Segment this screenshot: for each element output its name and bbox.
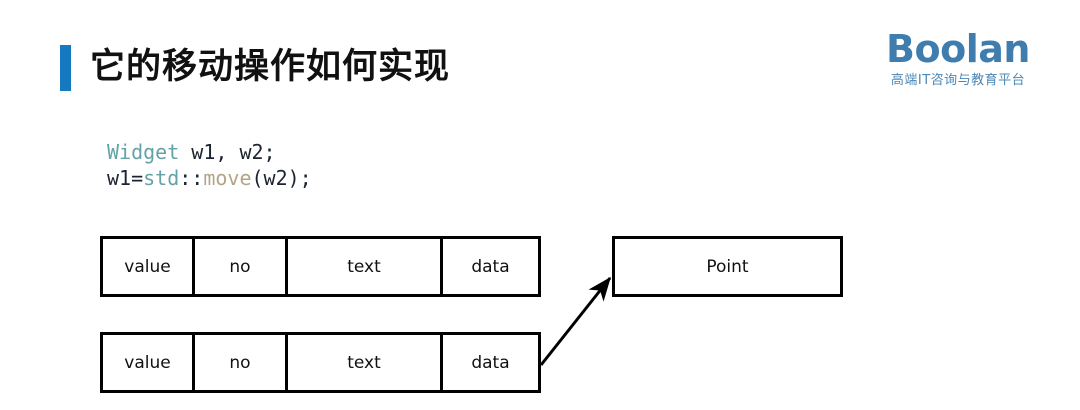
code-token-function: move — [203, 166, 252, 190]
logo-tagline: 高端IT咨询与教育平台 — [890, 73, 1026, 88]
struct-row-w1: value no text data — [100, 236, 541, 297]
struct-row-w2: value no text data — [100, 332, 541, 393]
pointer-target-box: Point — [612, 236, 843, 297]
code-token-scope-operator: :: — [179, 166, 204, 190]
pointer-arrow-line — [539, 276, 612, 366]
brand-logo: Boolan 高端IT咨询与教育平台 — [878, 28, 1038, 90]
struct-cell-data: data — [471, 256, 510, 277]
code-token-namespace: std — [143, 166, 180, 190]
code-token-declaration: w1, w2; — [179, 140, 276, 164]
struct-cell-no: no — [195, 335, 288, 390]
struct-cell-data: data — [471, 352, 510, 373]
logo-wordmark: Boolan — [886, 27, 1030, 71]
title-accent-bar — [60, 45, 71, 91]
struct-cell-value: value — [103, 335, 195, 390]
code-token-type: Widget — [107, 140, 180, 164]
struct-cell-value: value — [103, 239, 195, 294]
struct-cell-text: text — [288, 335, 443, 390]
code-snippet: Widget w1, w2; w1=std::move(w2); — [107, 139, 312, 191]
page-title: 它的移动操作如何实现 — [90, 47, 451, 87]
code-token-assign: w1= — [107, 166, 144, 190]
struct-cell-text: text — [288, 239, 443, 294]
code-token-arguments: (w2); — [251, 166, 312, 190]
struct-cell-no: no — [195, 239, 288, 294]
